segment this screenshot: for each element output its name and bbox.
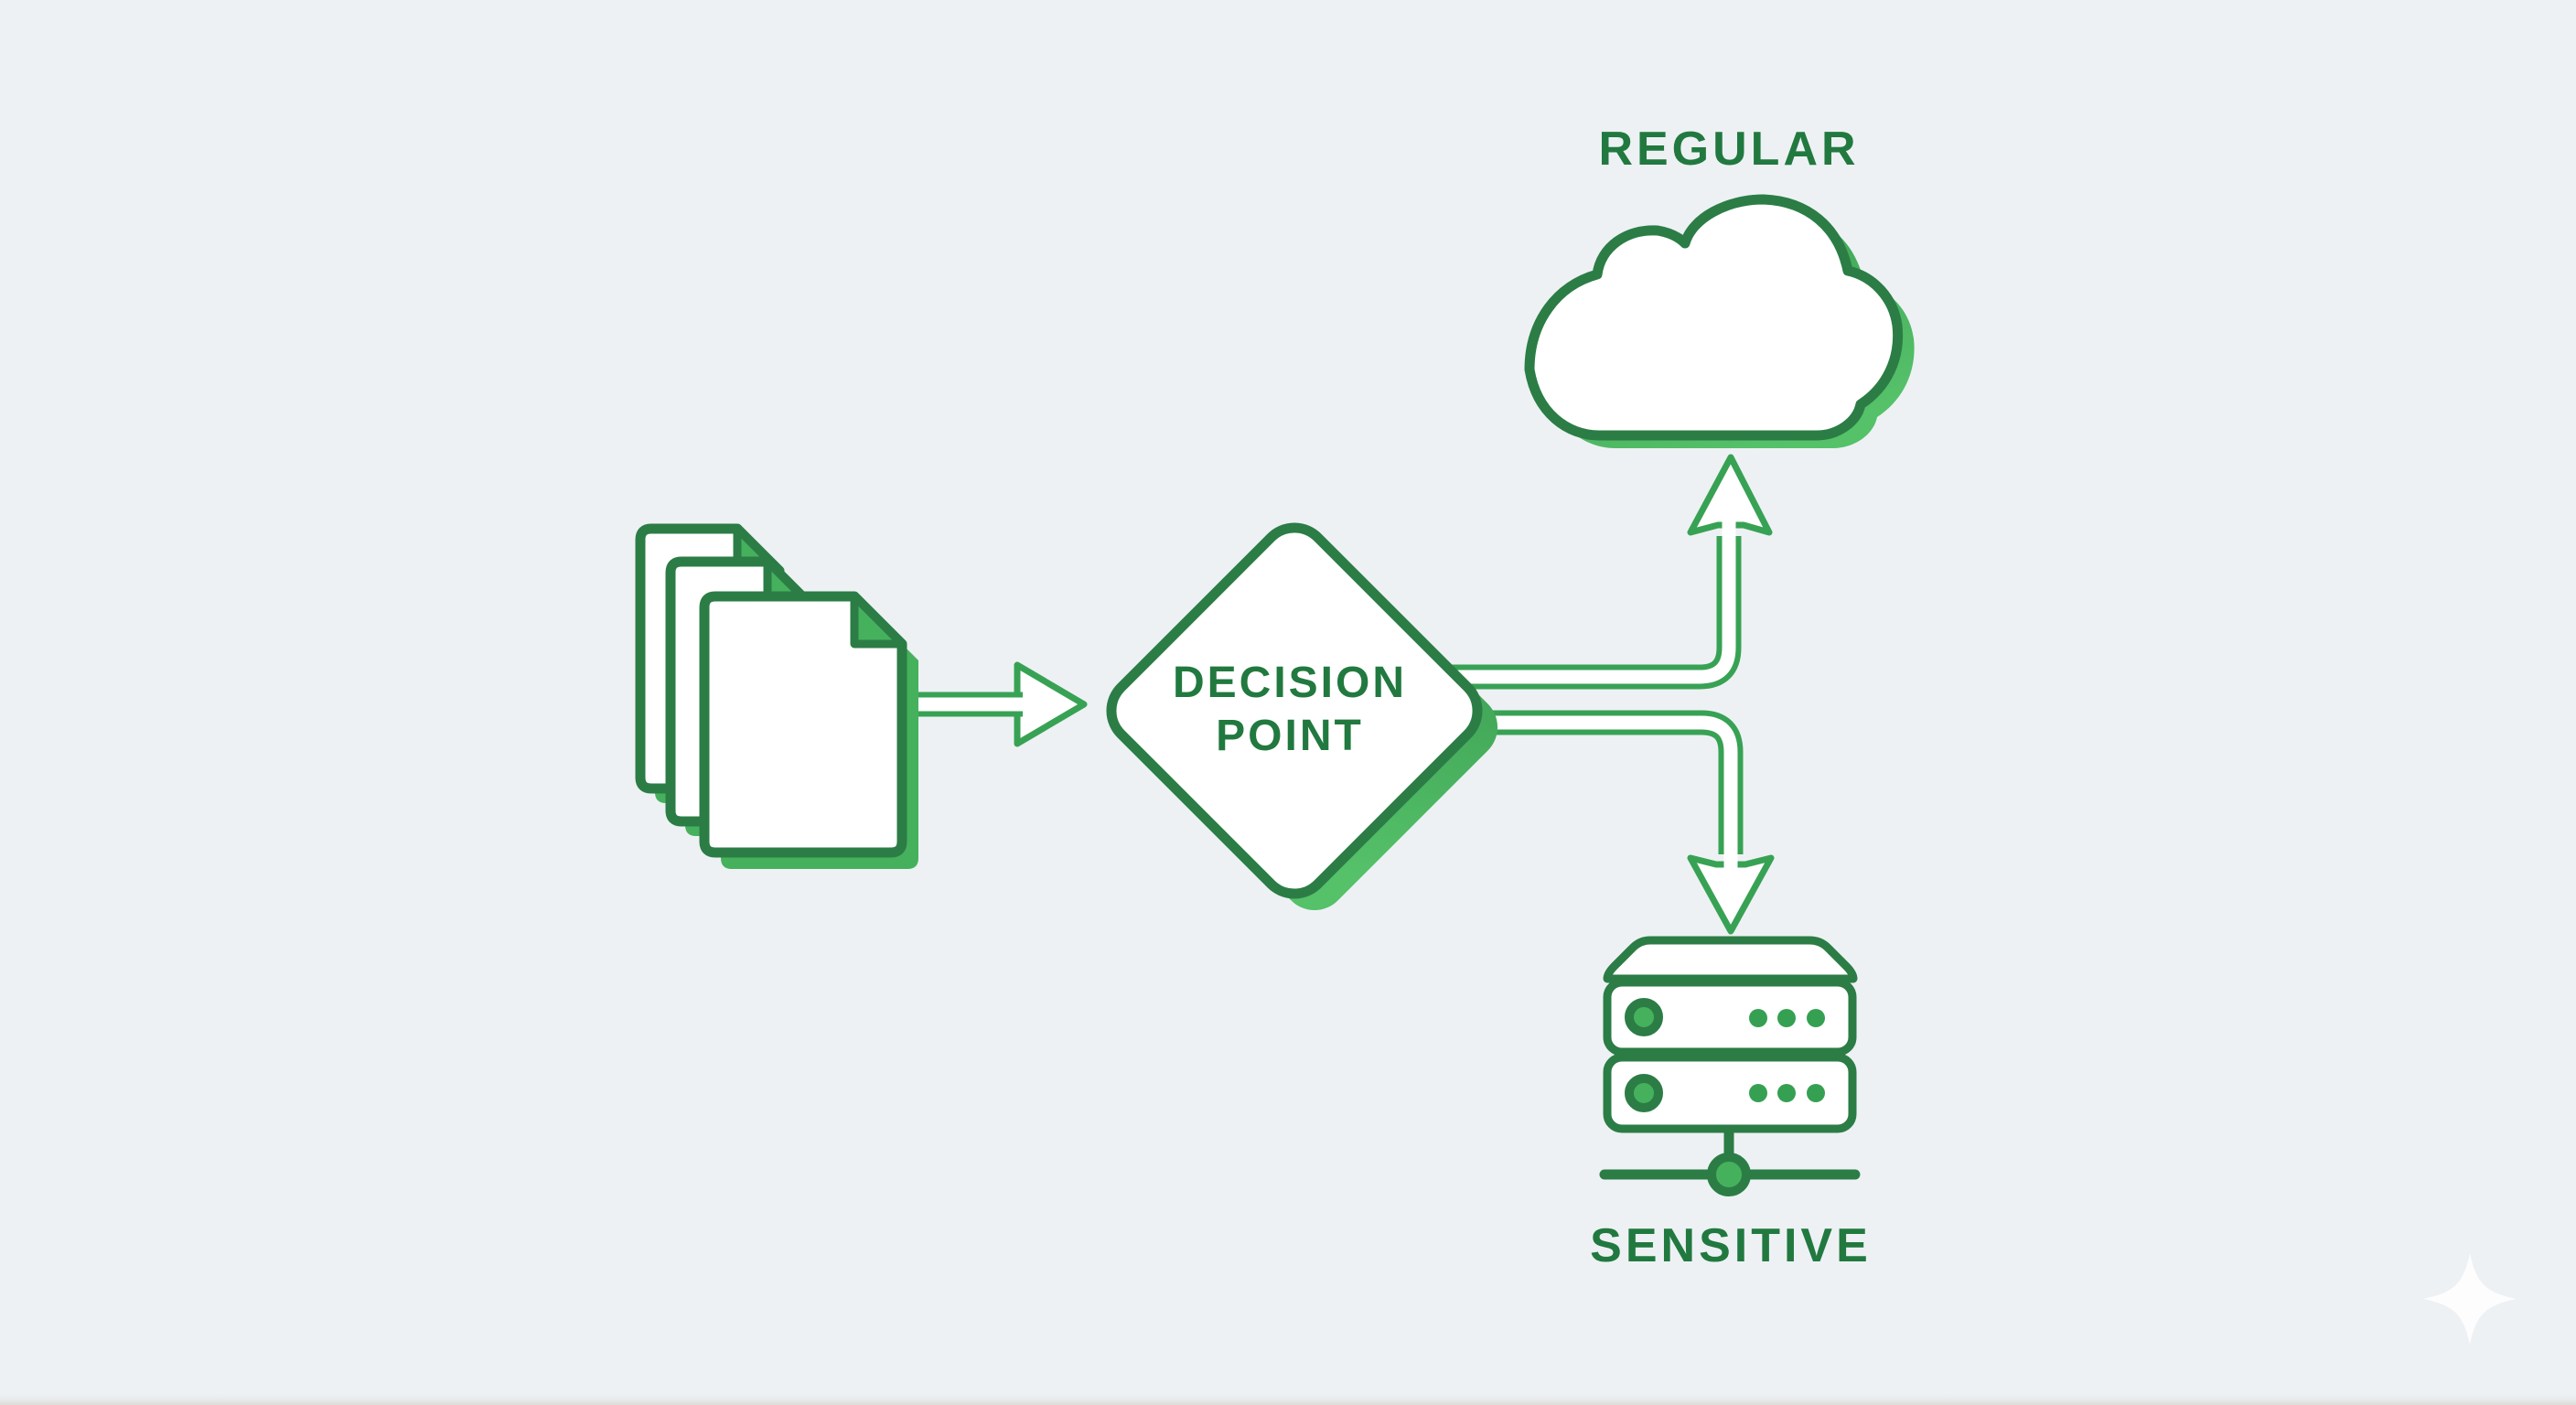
server-dot xyxy=(1749,1009,1767,1027)
edge-decision-to-regular xyxy=(1436,454,1773,690)
server-dot xyxy=(1777,1009,1796,1027)
decision-node: DECISION POINT xyxy=(1106,522,1498,911)
decision-label-line2: POINT xyxy=(1216,712,1364,760)
server-dot xyxy=(1807,1009,1825,1027)
edge-decision-to-sensitive xyxy=(1436,710,1775,935)
cloud-icon xyxy=(1524,194,1904,441)
server-led-ring xyxy=(1625,998,1663,1036)
server-led-ring xyxy=(1625,1074,1663,1112)
regular-node: REGULAR xyxy=(1524,123,1915,448)
document-front xyxy=(699,591,907,858)
server-dot xyxy=(1807,1084,1825,1102)
sensitive-node: SENSITIVE xyxy=(1590,936,1872,1272)
document-front-fold xyxy=(850,592,907,649)
server-dot xyxy=(1777,1084,1796,1102)
regular-label: REGULAR xyxy=(1598,123,1859,176)
sensitive-label: SENSITIVE xyxy=(1590,1219,1872,1272)
document-stack-icon xyxy=(635,523,918,869)
server-dot xyxy=(1749,1084,1767,1102)
server-lid xyxy=(1603,936,1858,983)
bottom-edge xyxy=(0,1392,2576,1405)
server-network-node xyxy=(1707,1153,1751,1196)
decision-label-line1: DECISION xyxy=(1173,659,1407,707)
decision-diamond xyxy=(1106,522,1483,899)
server-rack-1 xyxy=(1603,978,1857,1056)
sparkle-watermark-icon xyxy=(2423,1253,2517,1345)
